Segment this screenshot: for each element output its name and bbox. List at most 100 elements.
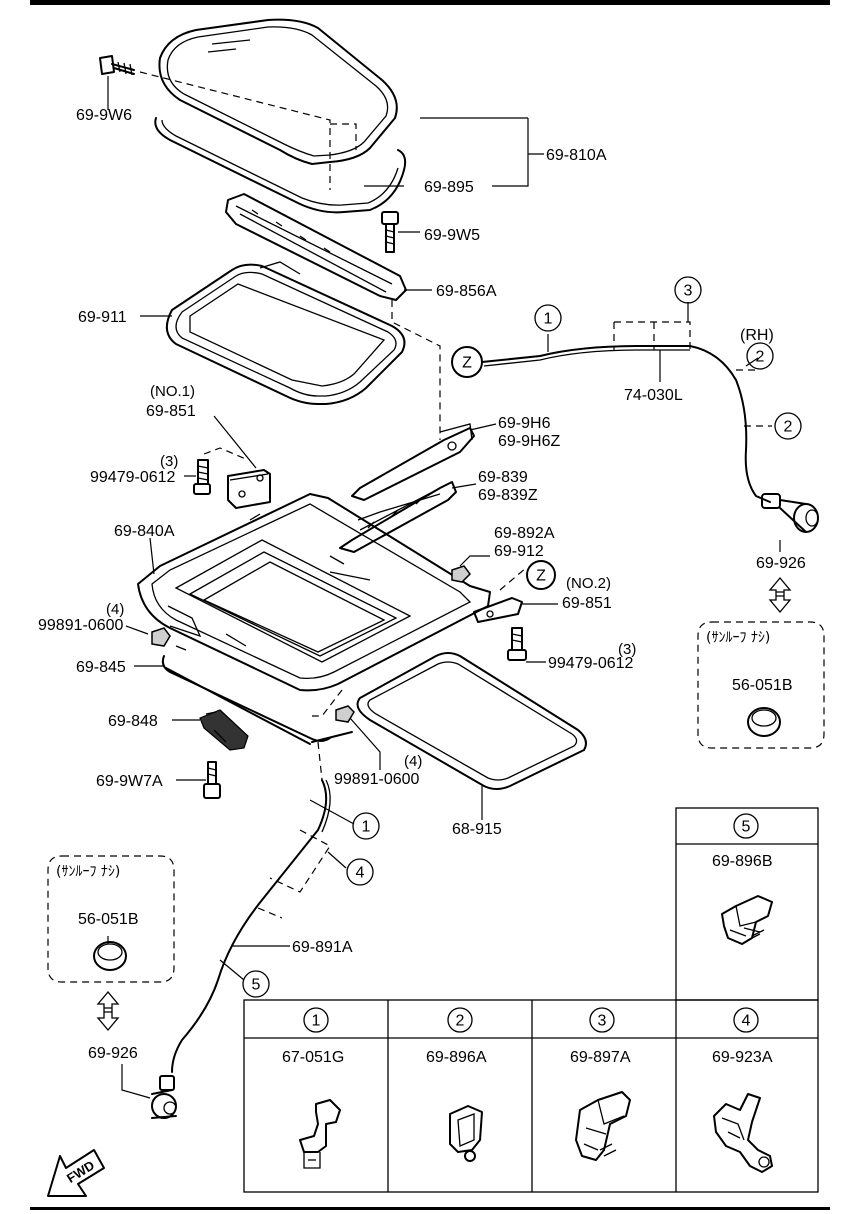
label-69-851-no1: 69-851 <box>146 403 196 420</box>
svg-text:1: 1 <box>312 1013 321 1030</box>
label-56-051b-rh: 56-051B <box>732 677 793 694</box>
svg-text:5: 5 <box>742 819 751 836</box>
svg-text:4: 4 <box>742 1013 751 1030</box>
bottom-border <box>30 1207 830 1210</box>
label-jp-rh: (ｻﾝﾙｰﾌ ﾅｼ) <box>706 630 770 646</box>
top-border <box>30 0 830 5</box>
callout-4-hose: 4 <box>346 858 374 886</box>
callout-1-cable: 1 <box>534 304 562 332</box>
label-69-9w7a: 69-9W7A <box>96 773 163 790</box>
glass-seal <box>154 117 407 214</box>
callout-5-hose: 5 <box>242 970 270 998</box>
label-99891-0600-2: 99891-0600 <box>334 771 420 788</box>
label-qty-screw2: (3) <box>618 641 636 658</box>
callout-2-cable-lower: 2 <box>774 412 802 440</box>
label-69-9w6: 69-9W6 <box>76 107 132 124</box>
double-arrow-lh <box>96 990 120 1032</box>
clip-table <box>243 807 819 1193</box>
label-69-892a: 69-892A <box>494 525 555 542</box>
label-69-912: 69-912 <box>494 543 544 560</box>
label-69-851-no2: 69-851 <box>562 595 612 612</box>
clip-69-896a-icon <box>449 1105 483 1162</box>
clip-part-69-923a: 69-923A <box>712 1049 773 1066</box>
bolt-69-9w5 <box>381 211 399 253</box>
double-arrow-rh <box>768 576 792 614</box>
label-69-856a: 69-856A <box>436 283 497 300</box>
label-69-926-lh: 69-926 <box>88 1045 138 1062</box>
label-74-030l: 74-030L <box>624 387 683 404</box>
nut-69-892a <box>451 565 471 583</box>
label-69-839: 69-839 <box>478 469 528 486</box>
label-69-840a: 69-840A <box>114 523 175 540</box>
nut-bottom <box>335 705 355 723</box>
label-qty-nut1: (4) <box>106 601 124 618</box>
callout-1-hose: 1 <box>352 812 380 840</box>
bracket-no1 <box>227 469 271 509</box>
sunroof-glass <box>158 18 398 165</box>
guide-69-9h6 <box>351 423 475 501</box>
motor-69-848 <box>199 709 249 751</box>
plug-box-lh <box>47 855 175 983</box>
clip-part-69-897a: 69-897A <box>570 1049 631 1066</box>
svg-text:1: 1 <box>362 819 371 836</box>
fwd-arrow: FWD <box>47 1149 105 1197</box>
label-69-895: 69-895 <box>424 179 474 196</box>
label-69-9h6z: 69-9H6Z <box>498 433 560 450</box>
svg-text:4: 4 <box>356 865 365 882</box>
screw-upper <box>193 459 211 495</box>
label-69-891a: 69-891A <box>292 939 353 956</box>
svg-text:Z: Z <box>462 355 472 372</box>
nut-left <box>151 627 171 647</box>
svg-text:3: 3 <box>598 1013 607 1030</box>
clip-part-67-051g: 67-051G <box>282 1049 344 1066</box>
svg-text:1: 1 <box>544 311 553 328</box>
label-69-848: 69-848 <box>108 713 158 730</box>
wind-deflector <box>225 193 407 301</box>
clip-69-897a-icon <box>575 1091 631 1161</box>
label-no2: (NO.2) <box>566 575 611 592</box>
label-rh: (RH) <box>740 327 774 344</box>
z-marker-right: Z <box>526 560 556 590</box>
label-qty-screw1: (3) <box>160 453 178 470</box>
clip-cell-2: 2 69-896A <box>426 1007 487 1162</box>
label-99479-0612-2: 99479-0612 <box>548 655 634 672</box>
clip-cell-4: 4 69-923A <box>712 1007 773 1173</box>
label-69-839z: 69-839Z <box>478 487 538 504</box>
drain-hose-69-891a <box>151 779 331 1119</box>
drive-cable-rh <box>481 345 819 533</box>
svg-text:3: 3 <box>684 283 693 300</box>
label-69-810a: 69-810A <box>546 147 607 164</box>
label-69-9w5: 69-9W5 <box>424 227 480 244</box>
housing-69-840a <box>137 493 491 692</box>
weatherstrip-68-915 <box>356 652 587 790</box>
screw-lower <box>507 627 527 661</box>
frame-69-911 <box>165 261 406 405</box>
drain-hose-69-845 <box>161 645 353 745</box>
plug-box-rh <box>697 621 825 749</box>
label-56-051b-lh: 56-051B <box>78 911 139 928</box>
callout-3-cable: 3 <box>674 276 702 304</box>
callout-2-cable-upper: 2 <box>746 342 774 370</box>
label-69-845: 69-845 <box>76 659 126 676</box>
clip-69-923a-icon <box>713 1093 773 1173</box>
svg-text:5: 5 <box>252 977 261 994</box>
label-68-915: 68-915 <box>452 821 502 838</box>
bolt-69-9w6 <box>99 55 135 76</box>
label-jp-lh: (ｻﾝﾙｰﾌ ﾅｼ) <box>56 864 120 880</box>
clip-cell-5: 5 69-896B <box>712 813 773 945</box>
z-marker-top: Z <box>451 346 483 378</box>
label-69-926-rh: 69-926 <box>756 555 806 572</box>
clip-67-051g-icon <box>299 1099 341 1169</box>
svg-text:Z: Z <box>536 568 546 585</box>
clip-69-896b-icon <box>721 895 773 945</box>
label-99891-0600-1: 99891-0600 <box>38 617 124 634</box>
clip-cell-1: 1 67-051G <box>282 1007 344 1169</box>
bolt-69-9w7a <box>203 761 221 799</box>
label-69-9h6: 69-9H6 <box>498 415 551 432</box>
clip-part-69-896a: 69-896A <box>426 1049 487 1066</box>
label-qty-nut2: (4) <box>404 753 422 770</box>
label-no1: (NO.1) <box>150 383 195 400</box>
svg-text:2: 2 <box>456 1013 465 1030</box>
svg-text:2: 2 <box>784 419 793 436</box>
